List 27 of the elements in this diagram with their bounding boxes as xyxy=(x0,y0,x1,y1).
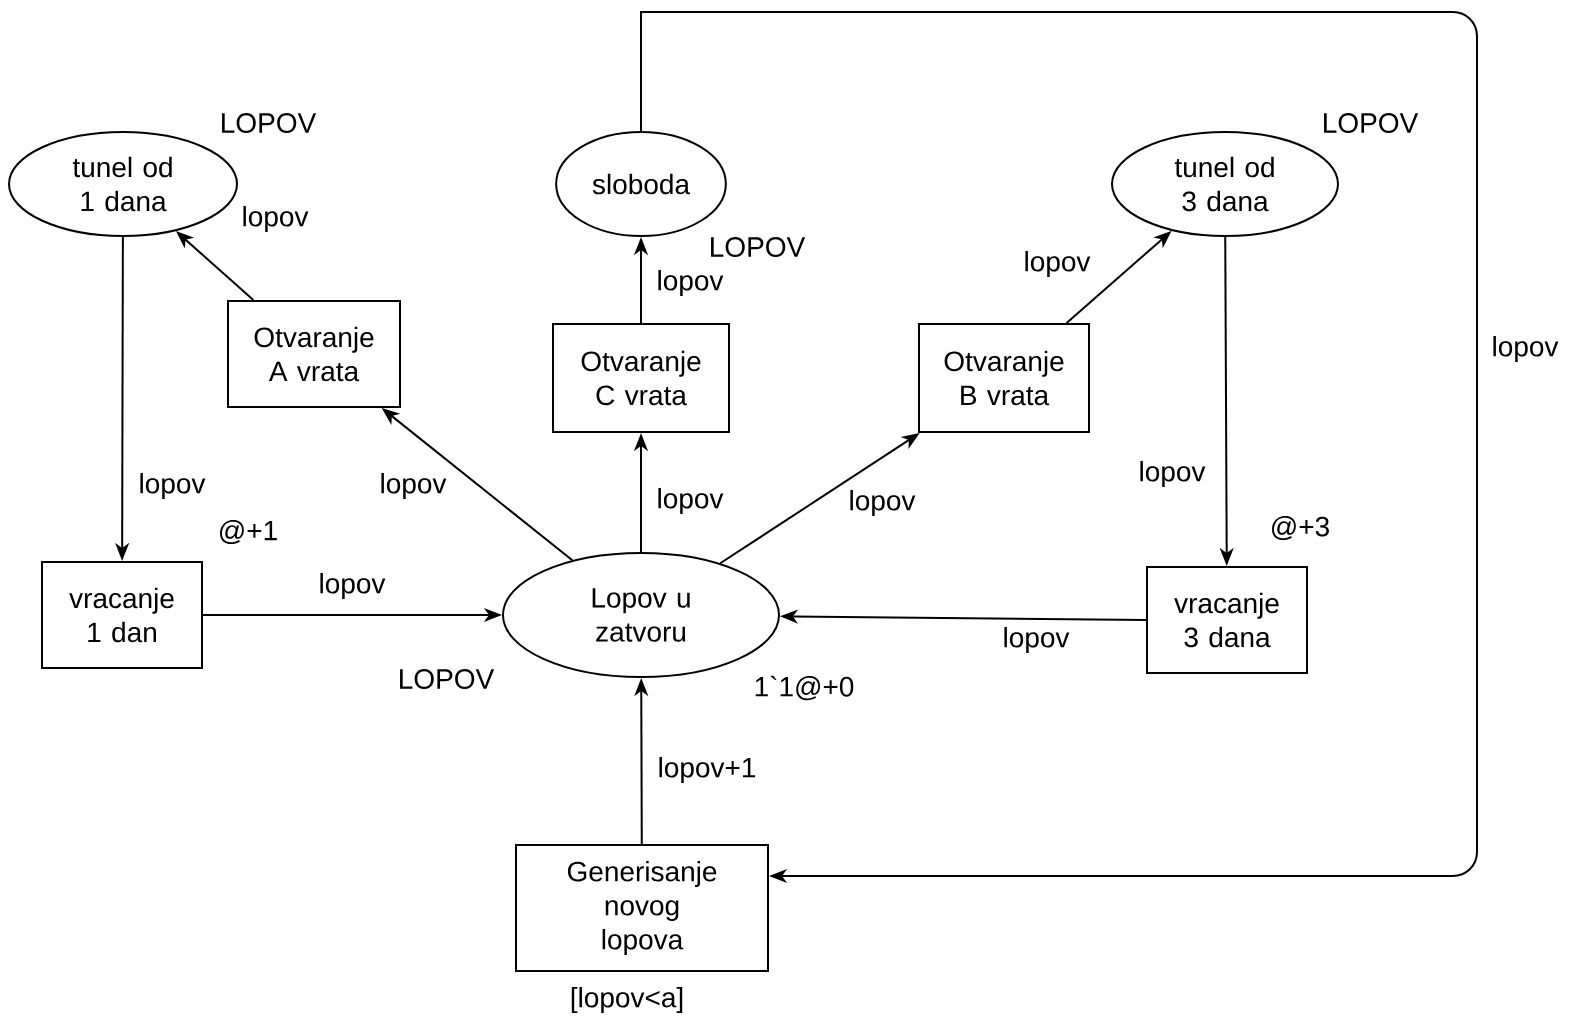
annotation: [lopov<a] xyxy=(571,986,683,1014)
edge-label: lopov xyxy=(320,572,386,600)
transition-box: vracanje 3 dana xyxy=(1146,566,1308,674)
edge-label: lopov xyxy=(1004,626,1070,654)
edge-label: lopov xyxy=(140,472,206,500)
transition-box: Generisanje novog lopova xyxy=(515,844,769,972)
transition-box: Otvaranje C vrata xyxy=(552,323,730,433)
edge-label: lopov xyxy=(1140,460,1206,488)
edge-label: lopov xyxy=(658,269,724,297)
edge-label: lopov xyxy=(1493,335,1559,363)
edge-label: lopov+1 xyxy=(659,756,756,784)
transition-box: Otvaranje B vrata xyxy=(918,323,1090,433)
annotation: LOPOV xyxy=(222,113,317,133)
edge-label: lopov xyxy=(658,487,724,515)
transition-box: vracanje 1 dan xyxy=(41,561,203,669)
annotation: @+3 xyxy=(1272,515,1329,541)
annotation: @+1 xyxy=(220,519,277,545)
annotation: LOPOV xyxy=(711,237,806,257)
annotation: 1`1@+0 xyxy=(755,675,854,701)
edge-label: lopov xyxy=(1025,250,1091,278)
annotation: LOPOV xyxy=(1324,113,1419,133)
edge-label: lopov xyxy=(850,489,916,517)
edge-label: lopov xyxy=(243,205,309,233)
annotation: LOPOV xyxy=(400,669,495,689)
arrow xyxy=(640,11,1478,884)
edge-label: lopov xyxy=(381,472,447,500)
transition-box: Otvaranje A vrata xyxy=(227,300,401,408)
